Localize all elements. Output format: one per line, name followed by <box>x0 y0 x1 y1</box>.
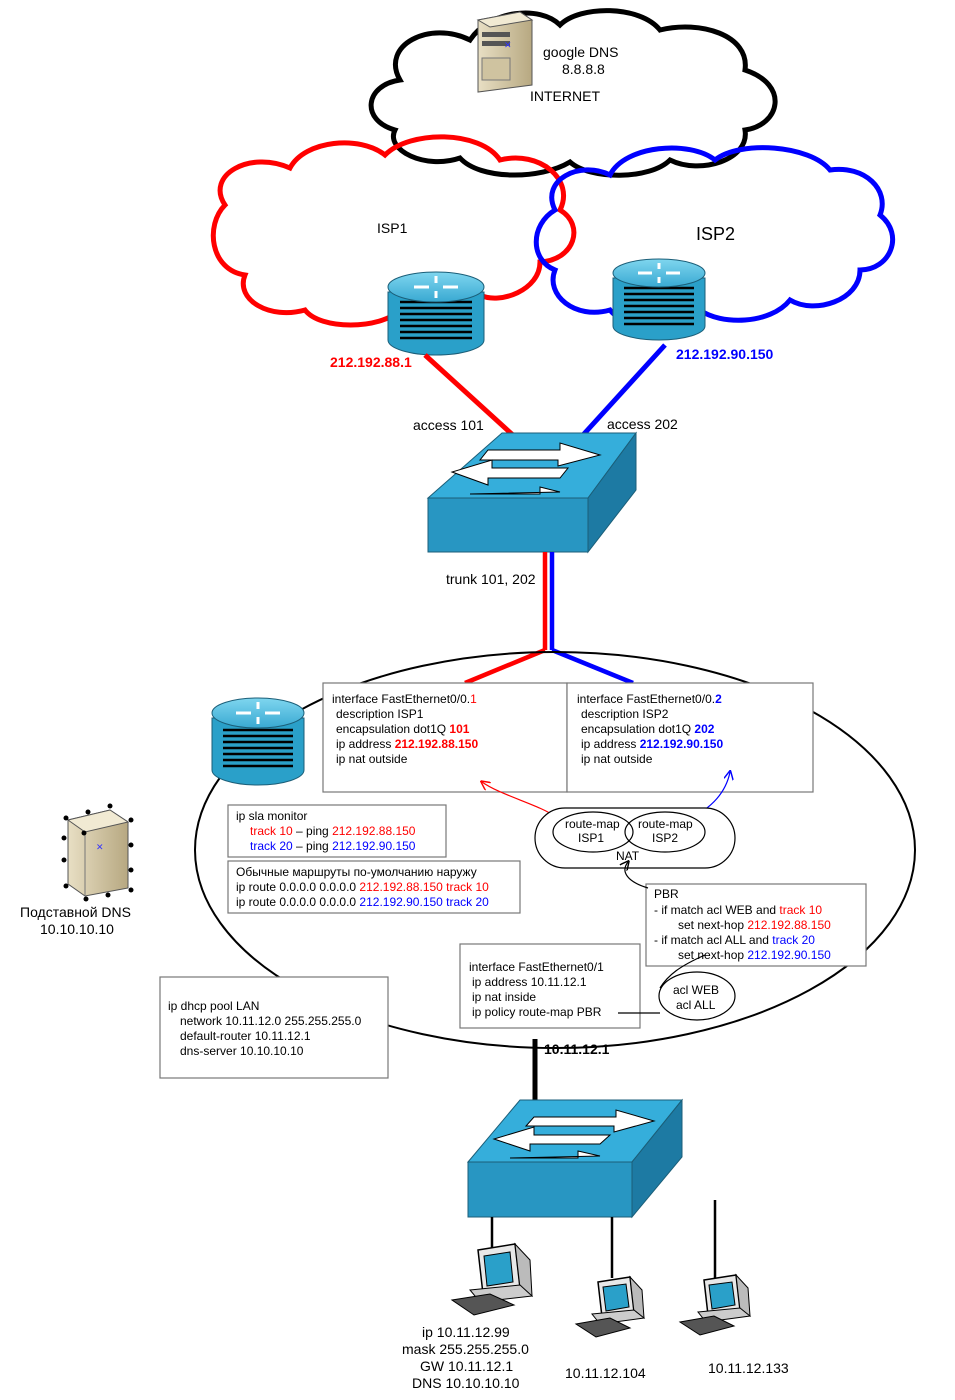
iface1-box <box>322 682 568 793</box>
google-dns-label: google DNS <box>543 44 619 60</box>
sla-track2: track 20 – ping 212.192.90.150 <box>250 839 416 853</box>
svg-text:✕: ✕ <box>504 40 512 50</box>
pbr-line1: - if match acl WEB and track 10 <box>654 903 822 917</box>
acl-line1: acl WEB <box>673 983 719 997</box>
iface2-line1: interface FastEthernet0/0.2 <box>577 692 722 706</box>
dhcp-line2: network 10.11.12.0 255.255.255.0 <box>180 1014 362 1028</box>
inside-line4: ip policy route-map PBR <box>472 1005 602 1019</box>
inside-line2: ip address 10.11.12.1 <box>472 975 587 989</box>
internet-cloud <box>368 8 778 178</box>
isp1-ip: 212.192.88.1 <box>330 354 412 370</box>
iface1-line4: ip address 212.192.88.150 <box>336 737 478 751</box>
main-router-icon <box>211 697 305 786</box>
rm2-line1: route-map <box>638 817 693 831</box>
routes-box <box>227 860 521 914</box>
isp2-link <box>581 343 667 437</box>
dhcp-line4: dns-server 10.10.10.10 <box>180 1044 304 1058</box>
pc2-icon <box>574 1275 646 1338</box>
route-map-isp2 <box>624 811 706 853</box>
sla-track1: track 10 – ping 212.192.88.150 <box>250 824 416 838</box>
route1: ip route 0.0.0.0 0.0.0.0 212.192.88.150 … <box>236 880 489 894</box>
routes-title: Обычные маршруты по-умолчанию наружу <box>236 865 477 879</box>
dhcp-line1: ip dhcp pool LAN <box>168 999 259 1013</box>
main-router-boundary <box>194 651 916 1049</box>
iface2-line3: encapsulation dot1Q 202 <box>581 722 715 736</box>
acl-line2: acl ALL <box>676 998 716 1012</box>
inside-line3: ip nat inside <box>472 990 536 1004</box>
inside-line1: interface FastEthernet0/1 <box>469 960 604 974</box>
dhcp-box <box>159 976 389 1079</box>
pbr-box <box>645 883 867 967</box>
iface2-line2: description ISP2 <box>581 707 669 721</box>
pc1-line1: ip 10.11.12.99 <box>422 1324 510 1340</box>
fake-dns-server-icon: ✕ <box>61 803 134 902</box>
rm2-line2: ISP2 <box>652 831 678 845</box>
pc2-ip: 10.11.12.104 <box>565 1365 646 1381</box>
pc3-icon <box>678 1273 752 1336</box>
pc3-ip: 10.11.12.133 <box>708 1360 789 1376</box>
internet-label: INTERNET <box>530 88 600 104</box>
isp1-router-icon <box>387 271 485 356</box>
pbr-title: PBR <box>654 887 679 901</box>
sla-title: ip sla monitor <box>236 809 307 823</box>
svg-text:✕: ✕ <box>96 842 104 852</box>
pc1-line2: mask 255.255.255.0 <box>402 1341 529 1357</box>
access-202-label: access 202 <box>607 416 678 432</box>
isp2-router-icon <box>612 258 706 341</box>
fake-dns-ip: 10.10.10.10 <box>40 921 114 937</box>
iface2-line5: ip nat outside <box>581 752 653 766</box>
rm1-line2: ISP1 <box>578 831 604 845</box>
google-dns-ip: 8.8.8.8 <box>562 61 605 77</box>
rm1-line1: route-map <box>565 817 620 831</box>
dhcp-line3: default-router 10.11.12.1 <box>180 1029 311 1043</box>
nat-label: NAT <box>616 849 640 863</box>
iface1-line3: encapsulation dot1Q 101 <box>336 722 470 736</box>
isp2-label: ISP2 <box>696 224 735 244</box>
isp2-cloud <box>533 145 896 328</box>
iface1-line1: interface FastEthernet0/0.1 <box>332 692 477 706</box>
fake-dns-label: Подставной DNS <box>20 904 131 920</box>
nat-container <box>534 807 736 869</box>
lan-gw-ip: 10.11.12.1 <box>544 1041 610 1057</box>
iface2-line4: ip address 212.192.90.150 <box>581 737 723 751</box>
inside-iface-box <box>459 943 641 1029</box>
sla-box <box>227 804 447 858</box>
iface2-box <box>566 682 814 793</box>
acl-ellipse <box>658 971 736 1021</box>
iface1-line2: description ISP1 <box>336 707 424 721</box>
isp1-label: ISP1 <box>377 220 408 236</box>
pc1-line3: GW 10.11.12.1 <box>420 1358 513 1374</box>
pc1-line4: DNS 10.10.10.10 <box>412 1375 520 1391</box>
trunk-label: trunk 101, 202 <box>446 571 536 587</box>
pbr-line4: set next-hop 212.192.90.150 <box>678 948 831 962</box>
isp2-ip: 212.192.90.150 <box>676 346 774 362</box>
route-map-isp1 <box>552 811 634 853</box>
isp1-link <box>423 353 517 439</box>
pbr-line2: set next-hop 212.192.88.150 <box>678 918 831 932</box>
lan-switch-icon <box>466 1098 684 1219</box>
access-101-label: access 101 <box>413 417 484 433</box>
route2: ip route 0.0.0.0 0.0.0.0 212.192.90.150 … <box>236 895 489 909</box>
iface1-line5: ip nat outside <box>336 752 408 766</box>
pc1-icon <box>450 1242 534 1316</box>
pbr-to-nat-arrow <box>625 862 649 889</box>
google-dns-server-icon: ✕ <box>476 11 534 93</box>
top-switch-icon <box>426 431 637 554</box>
pbr-line3: - if match acl ALL and track 20 <box>654 933 815 947</box>
